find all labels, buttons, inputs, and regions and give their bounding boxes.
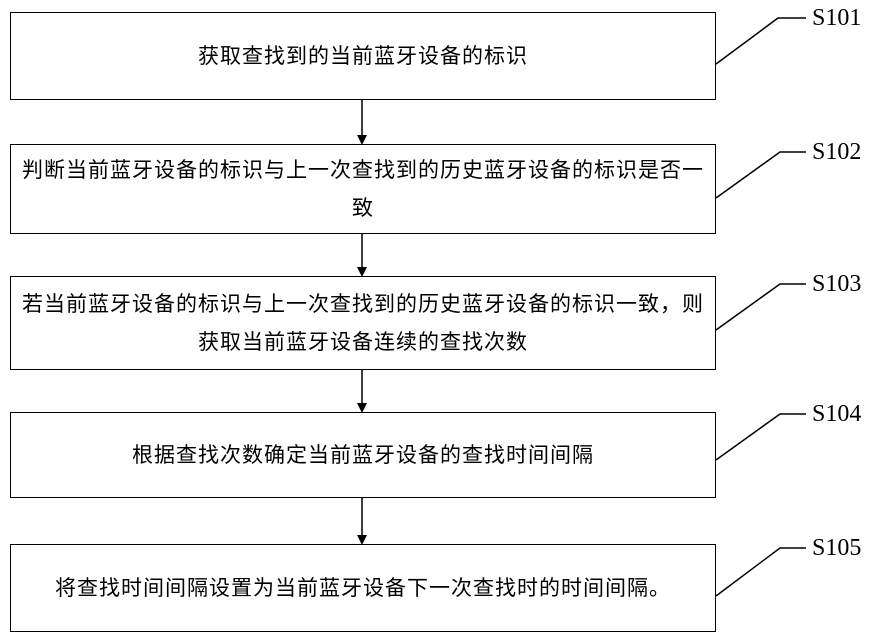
step-text-s101: 获取查找到的当前蓝牙设备的标识: [198, 37, 528, 75]
leader-s102: [716, 152, 806, 198]
leader-s105: [716, 548, 806, 596]
step-box-s101: 获取查找到的当前蓝牙设备的标识: [10, 12, 716, 100]
step-text-s104: 根据查找次数确定当前蓝牙设备的查找时间间隔: [132, 436, 594, 474]
step-label-s103: S103: [812, 272, 861, 296]
step-box-s104: 根据查找次数确定当前蓝牙设备的查找时间间隔: [10, 412, 716, 498]
step-box-s105: 将查找时间间隔设置为当前蓝牙设备下一次查找时的时间间隔。: [10, 544, 716, 632]
step-label-s105: S105: [812, 536, 861, 560]
step-label-s101: S101: [812, 6, 861, 30]
step-text-s102: 判断当前蓝牙设备的标识与上一次查找到的历史蓝牙设备的标识是否一致: [17, 151, 709, 227]
step-text-s103: 若当前蓝牙设备的标识与上一次查找到的历史蓝牙设备的标识一致，则获取当前蓝牙设备连…: [17, 285, 709, 361]
step-text-s105: 将查找时间间隔设置为当前蓝牙设备下一次查找时的时间间隔。: [55, 569, 671, 607]
leader-s103: [716, 284, 806, 330]
leader-s104: [716, 414, 806, 460]
step-label-s104: S104: [812, 402, 861, 426]
step-box-s103: 若当前蓝牙设备的标识与上一次查找到的历史蓝牙设备的标识一致，则获取当前蓝牙设备连…: [10, 276, 716, 370]
step-label-s102: S102: [812, 140, 861, 164]
step-box-s102: 判断当前蓝牙设备的标识与上一次查找到的历史蓝牙设备的标识是否一致: [10, 144, 716, 234]
leader-s101: [716, 18, 806, 64]
